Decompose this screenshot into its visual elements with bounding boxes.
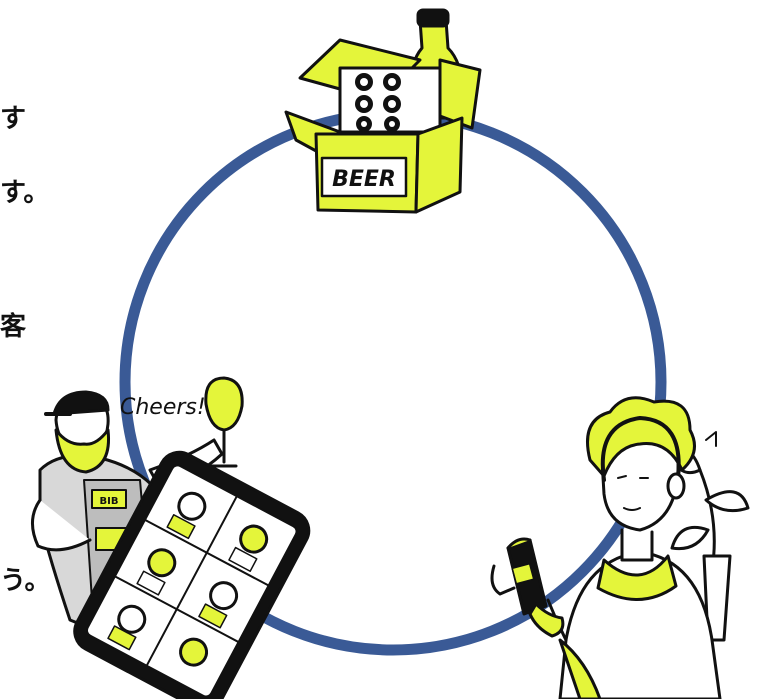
beer-box-label: BEER	[332, 167, 396, 192]
apron-label: BIB	[100, 496, 119, 507]
person-with-can-illustration	[492, 398, 748, 699]
cheers-label: Cheers!	[120, 395, 206, 420]
online-cheers-illustration	[32, 378, 315, 699]
